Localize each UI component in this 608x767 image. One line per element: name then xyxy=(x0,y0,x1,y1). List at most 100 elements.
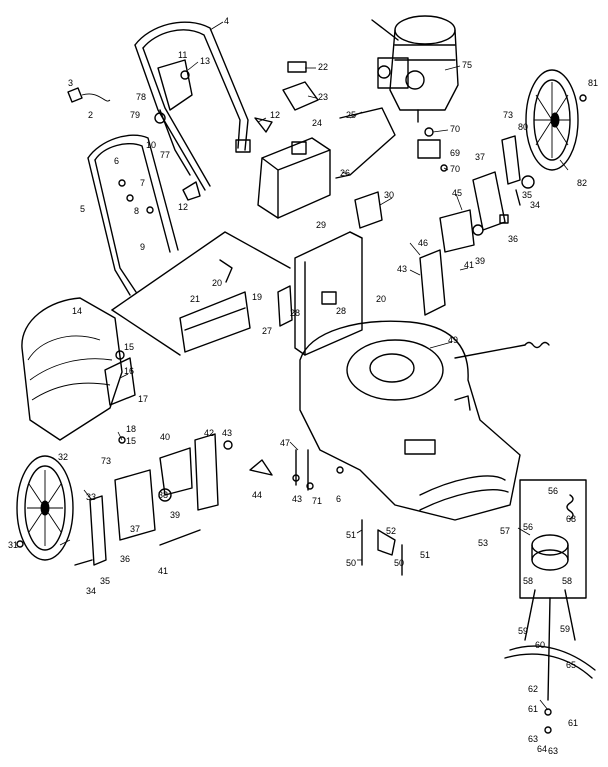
lower-fasteners xyxy=(361,519,403,576)
callout-c35b: 35 xyxy=(100,576,110,586)
callout-c15b: 15 xyxy=(126,436,136,446)
callout-c25: 25 xyxy=(346,110,356,120)
callout-c82a: 82 xyxy=(577,178,587,188)
warning-label xyxy=(249,459,273,476)
bag-frame-deflector xyxy=(111,231,291,356)
callout-c40: 40 xyxy=(160,432,170,442)
callout-c59b: 59 xyxy=(560,624,570,634)
callout-c8: 8 xyxy=(134,206,139,216)
callout-c58b: 58 xyxy=(562,576,572,586)
callout-c11: 11 xyxy=(178,50,187,60)
callout-c30: 30 xyxy=(384,190,394,200)
callout-c6: 6 xyxy=(114,156,119,166)
callout-c79: 79 xyxy=(130,110,140,120)
callout-c56b: 56 xyxy=(523,522,533,532)
callout-c47: 47 xyxy=(280,438,290,448)
callout-c58a: 58 xyxy=(523,576,533,586)
upper-handle xyxy=(134,21,251,191)
callout-c73a: 73 xyxy=(503,110,513,120)
callout-c51b: 51 xyxy=(420,550,430,560)
callout-c81a: 81 xyxy=(588,78,598,88)
control-box xyxy=(254,61,331,219)
engine xyxy=(371,15,459,123)
callout-c33: 33 xyxy=(86,492,96,502)
grass-bag xyxy=(21,297,123,441)
callout-c9: 9 xyxy=(140,242,145,252)
callout-c6b: 6 xyxy=(336,494,341,504)
control-bracket xyxy=(67,59,201,201)
callout-c27: 27 xyxy=(262,326,272,336)
callout-c38: 38 xyxy=(158,490,168,500)
callout-c65: 65 xyxy=(566,660,576,670)
callout-c28a: 28 xyxy=(290,308,300,318)
callout-c46: 46 xyxy=(418,238,428,248)
callout-c64: 64 xyxy=(537,744,547,754)
callout-c22: 22 xyxy=(318,62,328,72)
callout-c21: 21 xyxy=(190,294,200,304)
callout-c34b: 34 xyxy=(86,586,96,596)
callout-c68: 68 xyxy=(566,514,576,524)
callout-c37a: 37 xyxy=(475,152,485,162)
callout-c44: 44 xyxy=(252,490,262,500)
callout-c71: 71 xyxy=(312,496,322,506)
callout-c78: 78 xyxy=(136,92,146,102)
callout-c56a: 56 xyxy=(548,486,558,496)
callout-c80: 80 xyxy=(518,122,528,132)
callout-c41a: 41 xyxy=(464,260,474,270)
callout-c12b: 12 xyxy=(178,202,188,212)
callout-c16: 16 xyxy=(124,366,134,376)
callout-c50b: 50 xyxy=(394,558,404,568)
callout-c62: 62 xyxy=(528,684,538,694)
callout-c34a: 34 xyxy=(530,200,540,210)
callout-c61b: 61 xyxy=(568,718,578,728)
height-adjuster-front-left xyxy=(159,433,233,546)
callout-c39a: 39 xyxy=(475,256,485,266)
wheel-front-left xyxy=(16,455,74,561)
leader-lines xyxy=(59,21,569,711)
blade-assembly xyxy=(504,479,596,734)
callout-c13: 13 xyxy=(200,56,210,66)
callout-c39b: 39 xyxy=(170,510,180,520)
callout-c23: 23 xyxy=(318,92,328,102)
callout-c7: 7 xyxy=(140,178,145,188)
callout-c37b: 37 xyxy=(130,524,140,534)
callout-c32: 32 xyxy=(58,452,68,462)
callout-c42: 42 xyxy=(204,428,214,438)
callout-c63a: 63 xyxy=(528,734,538,744)
callout-c51a: 51 xyxy=(346,530,356,540)
axle-bracket-right xyxy=(472,135,535,231)
callout-c18: 18 xyxy=(126,424,136,434)
callout-c60: 60 xyxy=(535,640,545,650)
callout-c10: 10 xyxy=(146,140,156,150)
axle-bracket-left xyxy=(74,469,172,566)
callout-c28b: 28 xyxy=(336,306,346,316)
blade-adapter-top xyxy=(417,127,448,172)
callout-c26: 26 xyxy=(340,168,350,178)
callout-c61a: 61 xyxy=(528,704,538,714)
callout-c36b: 36 xyxy=(120,554,130,564)
chassis-frame xyxy=(277,191,383,356)
callout-c15a: 15 xyxy=(124,342,134,352)
callout-c63b: 63 xyxy=(548,746,558,756)
callout-c52: 52 xyxy=(386,526,396,536)
callout-c20a: 20 xyxy=(212,278,222,288)
callout-c41b: 41 xyxy=(158,566,168,576)
cable-bracket xyxy=(335,107,396,179)
deck-bolts xyxy=(292,449,344,491)
callout-c43a: 43 xyxy=(397,264,407,274)
callout-c36a: 36 xyxy=(508,234,518,244)
callout-c50a: 50 xyxy=(346,558,356,568)
callout-c5: 5 xyxy=(80,204,85,214)
callout-c19: 19 xyxy=(252,292,262,302)
callout-c59a: 59 xyxy=(518,626,528,636)
height-adjuster-rear-left xyxy=(104,350,136,444)
callout-c70b: 70 xyxy=(450,164,460,174)
callout-c43b: 43 xyxy=(222,428,232,438)
callout-c31a: 31 xyxy=(8,540,18,550)
callout-c57: 57 xyxy=(500,526,510,536)
callout-c2: 2 xyxy=(88,110,93,120)
wheel-rear-right xyxy=(525,69,587,171)
